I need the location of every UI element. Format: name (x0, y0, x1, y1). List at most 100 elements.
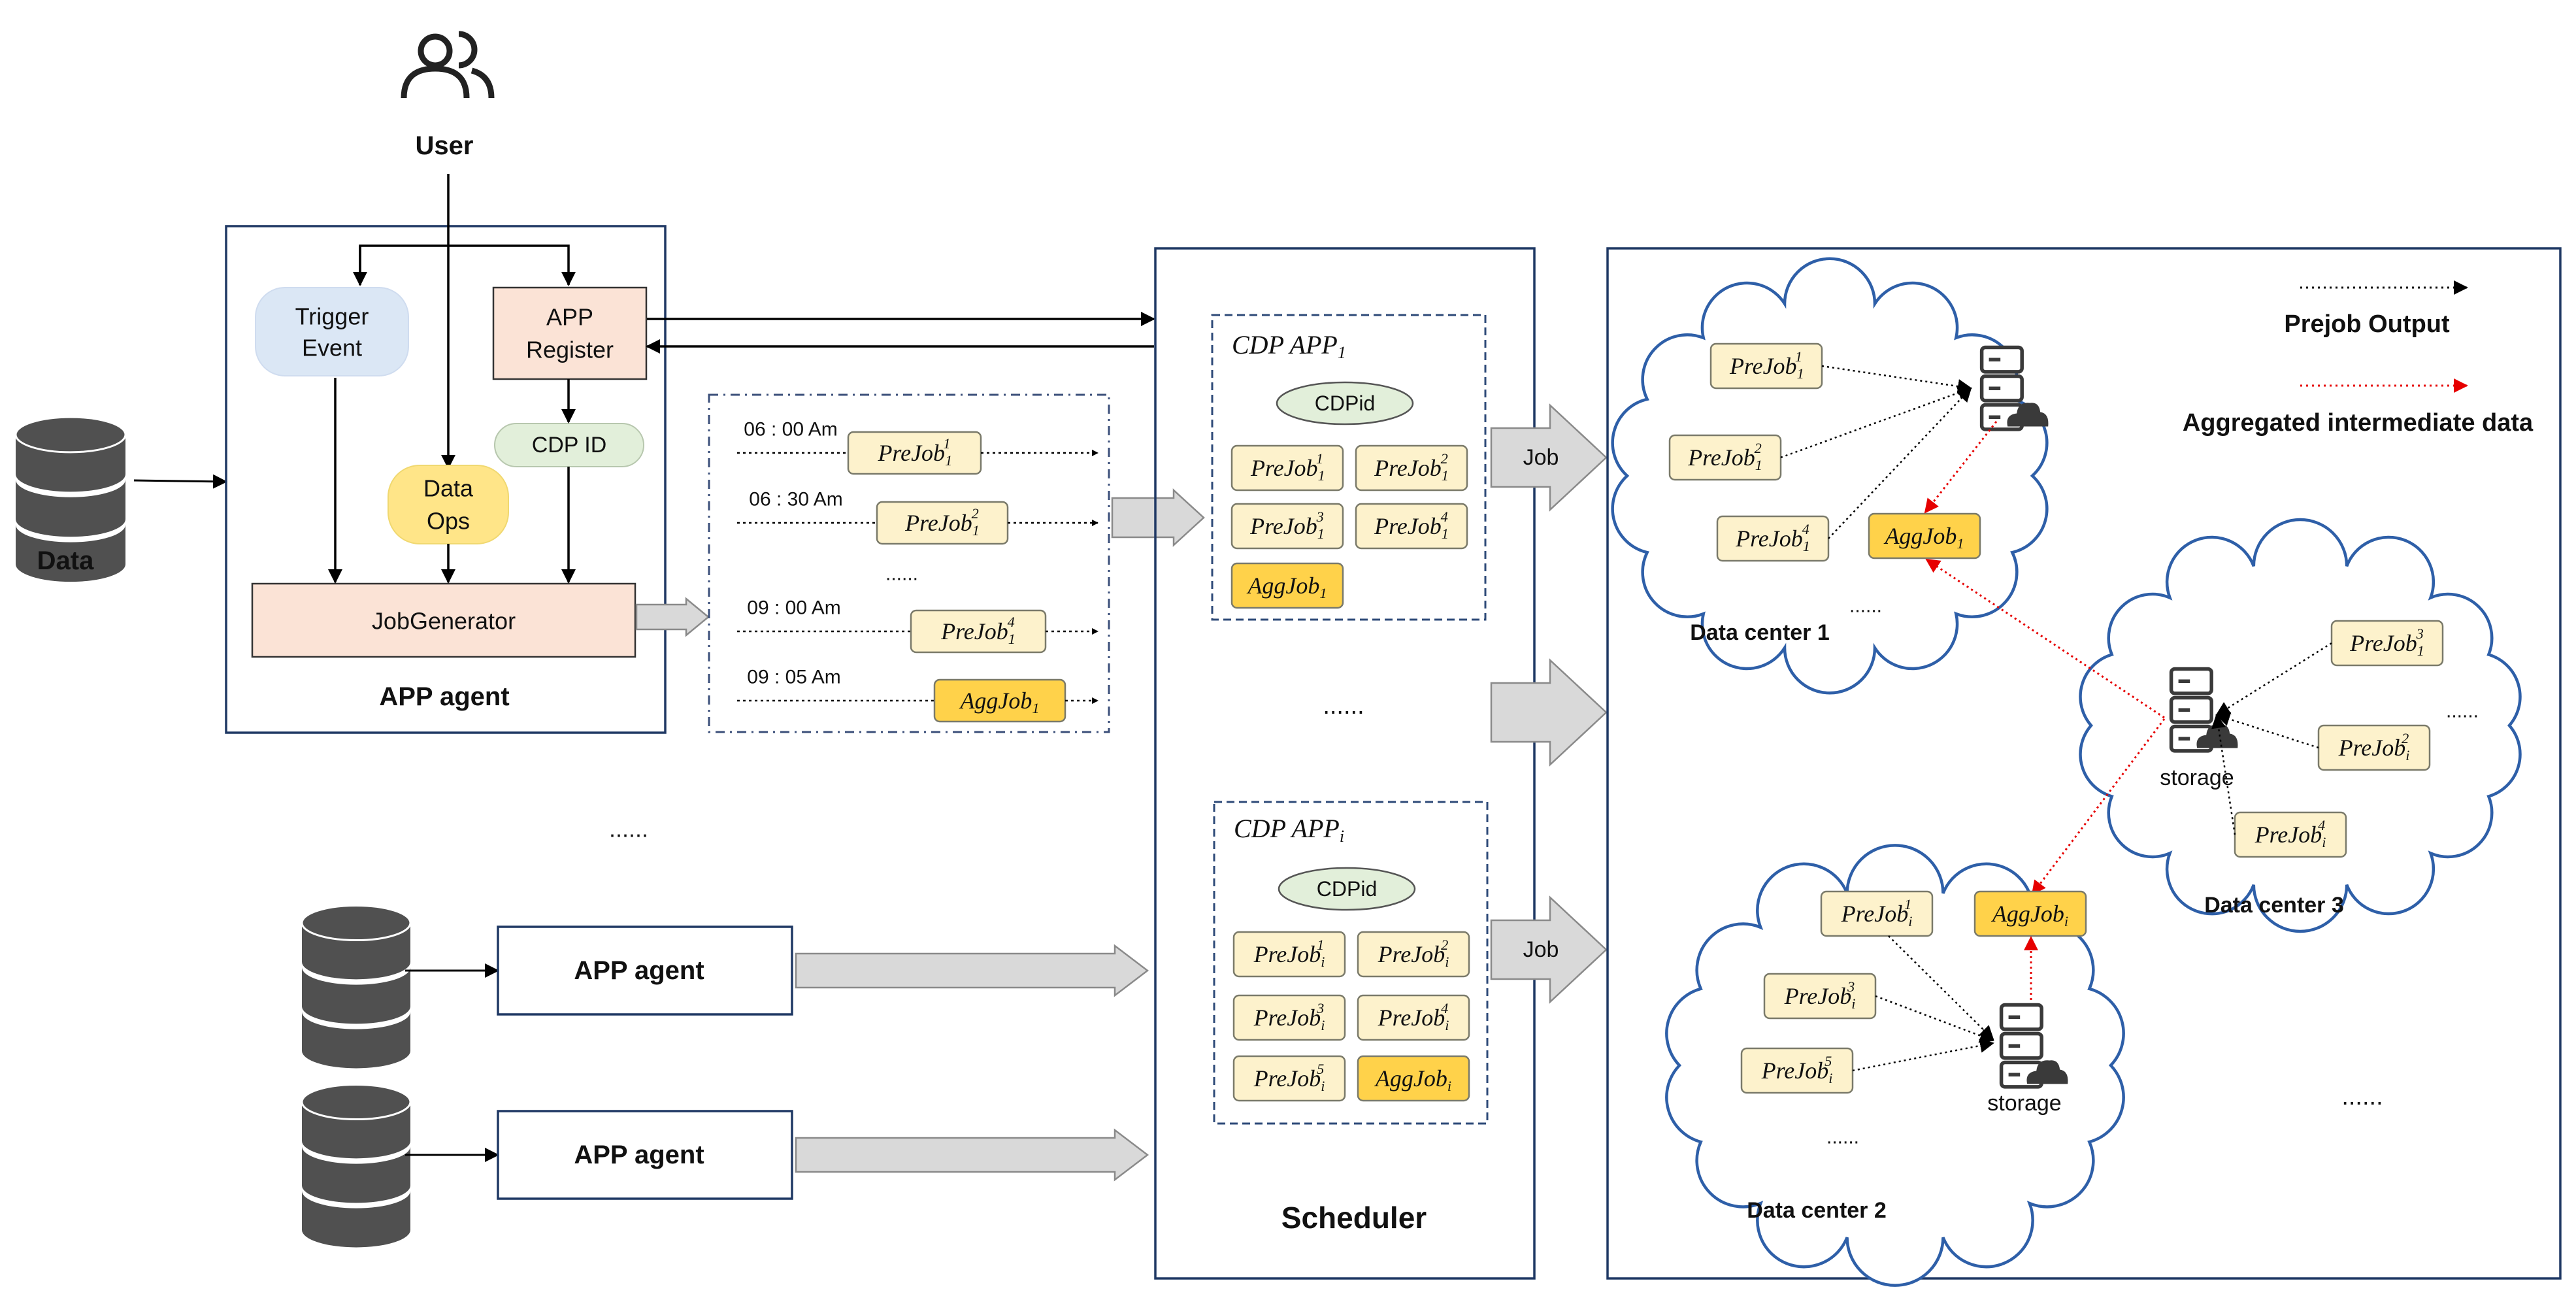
scheduler-job-1-3-box (1230, 503, 1344, 550)
scheduler-job-2-3-box (1232, 994, 1346, 1041)
scheduler-job-2-2-label-text: PreJobi2 (1378, 936, 1449, 969)
scheduler-title: Scheduler (1281, 1201, 1427, 1235)
database-icon-main-segment-2 (16, 479, 126, 537)
dc2-prejob-3-label: PreJobi3 (1784, 978, 1856, 1011)
dc2-prejob-1-label-text: PreJobi1 (1841, 895, 1913, 929)
dc3-label: Data center 3 (2204, 893, 2344, 918)
dc1-aggjob-label-text: AggJob1 (1883, 523, 1964, 551)
legend-prejob-label: Prejob Output (2284, 310, 2450, 338)
dc2-prejob-5-label-text: PreJobi5 (1761, 1052, 1833, 1086)
data-label: Data (37, 546, 94, 575)
dc3-prejob-3-label: PreJobi4 (2254, 816, 2326, 850)
dc3-prejob-output-1 (2215, 642, 2332, 716)
job-arrow-2 (1490, 658, 1608, 767)
server-icon-dc2-unit-1 (1999, 1003, 2043, 1031)
app-agent-box-label-3: APP agent (574, 1141, 704, 1169)
scheduler-job-2-3-label-text: PreJobi3 (1253, 999, 1325, 1033)
cdp-id-label: CDP ID (532, 433, 607, 458)
dc1-prejob-2-label: PreJob12 (1687, 439, 1762, 473)
server-icon-dc1-cloud (2007, 403, 2049, 427)
cloud-datacenter-3 (2079, 518, 2522, 933)
dc2-storage-label: storage (1987, 1091, 2061, 1116)
dc1-server-to-agg (1924, 421, 1998, 514)
app-agent-box-label-2: APP agent (574, 956, 704, 985)
timeline-panel (708, 393, 1110, 733)
scheduler-job-2-6-label-text: AggJobi (1374, 1065, 1451, 1093)
dc1-prejob-output-1 (1821, 365, 1972, 393)
dc3-prejob-2-label: PreJobi2 (2338, 729, 2410, 763)
users-icon-body (401, 65, 470, 99)
database-icon-3-segment-3 (302, 1191, 410, 1248)
database-icon-2 (301, 904, 412, 1069)
dc1-prejob-2-label-text: PreJob12 (1687, 439, 1762, 473)
scheduler-job-2-4-label-text: PreJobi4 (1378, 999, 1449, 1033)
scheduler-job-2-1-label-text: PreJobi1 (1253, 936, 1325, 969)
job-arrow-label-3: Job (1523, 937, 1559, 962)
users-icon-head-2 (458, 31, 478, 69)
dc3-prejob-1-label: PreJob13 (2349, 625, 2424, 658)
dc2-prejob-5-label: PreJobi5 (1761, 1052, 1833, 1086)
data-to-agent-arrow (133, 474, 227, 489)
scheduler-job-1-2-box (1355, 444, 1468, 492)
scheduler-job-1-3-label-text: PreJob13 (1249, 508, 1325, 541)
database-icon-3-segment-2 (302, 1146, 410, 1203)
dc1-prejob-3-label: PreJob14 (1735, 520, 1810, 554)
scheduler-job-2-5-label: PreJobi5 (1253, 1060, 1325, 1093)
agent-to-scheduler-arrow-3 (795, 1128, 1149, 1182)
app-agent-frame (225, 225, 667, 734)
database-icon-main-top (14, 416, 127, 454)
dc2-prejob-output-1 (1888, 935, 1994, 1041)
more-centers-ellipsis: ...... (2341, 1083, 2383, 1110)
timeline-job-4-label: PreJob14 (940, 613, 1016, 646)
data-ops-label-line-2: Ops (427, 508, 470, 535)
dc2-ellipsis: ...... (1826, 1127, 1859, 1148)
datacenter-frame (1606, 247, 2562, 1280)
timeline-job-5-label-text: AggJob1 (959, 688, 1039, 716)
scheduler-job-1-4-label: PreJob14 (1374, 508, 1449, 541)
cdpid-label-2: CDPid (1317, 877, 1377, 901)
scheduler-job-1-4-label-text: PreJob14 (1374, 508, 1449, 541)
dc3-storage-label: storage (2160, 765, 2234, 790)
scheduler-job-2-4-box (1357, 994, 1470, 1041)
dc2-prejob-3-label-text: PreJobi3 (1784, 978, 1856, 1011)
dc3-to-dc1-agg (1925, 558, 2165, 719)
server-icon-dc3-unit-1 (2169, 667, 2213, 695)
server-icon-dc1-unit-2 (1979, 374, 2024, 403)
dc3-prejob-output-3 (2211, 714, 2236, 835)
scheduler-job-2-6-label: AggJobi (1374, 1065, 1451, 1093)
app-register-label-line-1: APP (546, 304, 593, 331)
dc3-prejob-3-label-text: PreJobi4 (2254, 816, 2326, 850)
legend-agg-label: Aggregated intermediate data (2183, 409, 2534, 437)
database-icon-main-segment-3 (16, 524, 126, 582)
timeline-to-scheduler-arrow (1111, 488, 1205, 547)
database-icon-3 (301, 1083, 412, 1248)
dc1-prejob-1-label-text: PreJob11 (1729, 348, 1803, 381)
cdp-app-title-2: CDP APPi (1234, 814, 1344, 846)
server-icon-dc2-unit-2 (1999, 1031, 2043, 1060)
timeline-time-1: 06 : 00 Am (744, 419, 837, 441)
cdp-app-frame-1 (1211, 314, 1487, 621)
scheduler-job-2-5-box (1232, 1055, 1346, 1102)
database-icon-main-segment-1 (16, 435, 126, 492)
scheduler-job-1-1-label: PreJob11 (1250, 450, 1324, 483)
scheduler-job-1-5-label: AggJob1 (1246, 573, 1327, 601)
timeline-job-5-label: AggJob1 (959, 688, 1039, 716)
database-icon-2-segment-3 (302, 1012, 410, 1069)
server-icon-dc2-cloud (2026, 1060, 2068, 1084)
timeline-job-1-label: PreJob11 (877, 435, 951, 468)
server-icon-dc1-unit-1 (1979, 345, 2024, 374)
scheduler-job-2-5-label-text: PreJobi5 (1253, 1060, 1325, 1093)
app-agent-box-2 (497, 925, 793, 1016)
timeline-job-4-label-text: PreJob14 (940, 613, 1016, 646)
scheduler-job-1-2-label-text: PreJob12 (1374, 450, 1449, 483)
scheduler-job-1-1-box (1230, 444, 1344, 492)
job-arrow-1 (1490, 403, 1608, 512)
timeline-job-2-label-text: PreJob12 (904, 505, 980, 538)
user-label: User (416, 131, 474, 160)
scheduler-job-2-2-label: PreJobi2 (1378, 936, 1449, 969)
app-agent-box-3 (497, 1110, 793, 1200)
dc1-prejob-3-label-text: PreJob14 (1735, 520, 1810, 554)
job-generator-node (251, 582, 636, 658)
server-icon-dc3 (2169, 667, 2238, 753)
